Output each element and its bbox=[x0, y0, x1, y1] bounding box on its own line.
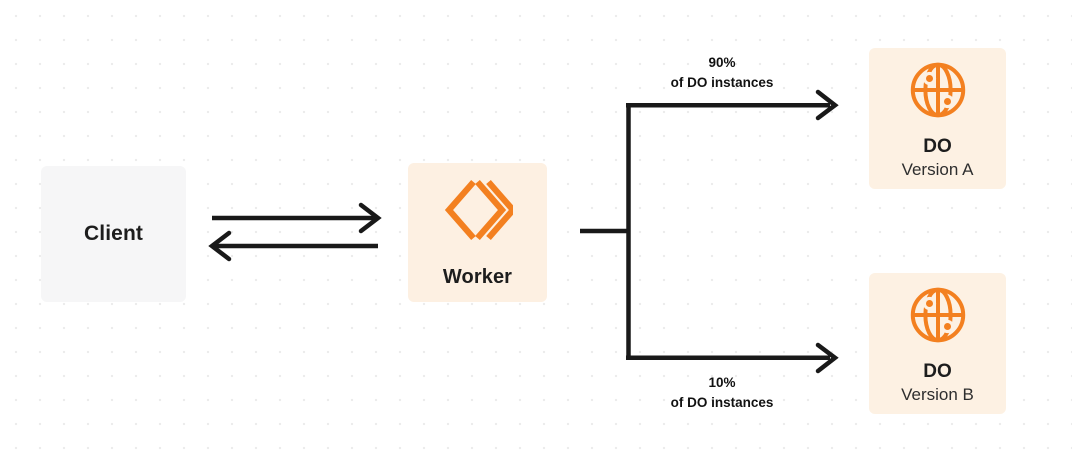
do-a-title: DO bbox=[923, 135, 952, 157]
node-client: Client bbox=[41, 166, 186, 302]
node-do-version-a: DO Version A bbox=[869, 48, 1006, 189]
worker-label: Worker bbox=[442, 265, 513, 288]
edge-label-do-b: 10% of DO instances bbox=[671, 373, 774, 412]
arrow-to-do-a bbox=[626, 89, 839, 121]
do-a-subtitle: Version A bbox=[901, 160, 974, 180]
edge-label-do-b-description: of DO instances bbox=[670, 394, 774, 410]
response-arrow bbox=[208, 230, 378, 262]
node-do-version-b: DO Version B bbox=[869, 273, 1006, 414]
do-b-subtitle: Version B bbox=[901, 385, 974, 405]
edge-label-do-a-percent: 90% bbox=[708, 55, 736, 70]
globe-icon bbox=[909, 61, 967, 124]
node-worker: Worker bbox=[408, 163, 547, 302]
globe-icon bbox=[909, 286, 967, 349]
edge-label-do-a: 90% of DO instances bbox=[671, 53, 774, 92]
request-arrow bbox=[212, 202, 382, 234]
cloudflare-workers-icon bbox=[443, 179, 517, 246]
do-b-title: DO bbox=[923, 360, 952, 382]
edge-label-do-b-percent: 10% bbox=[708, 375, 736, 390]
arrow-to-do-b bbox=[626, 342, 839, 374]
client-label: Client bbox=[84, 222, 143, 245]
worker-branch-connector bbox=[580, 103, 631, 360]
edge-label-do-a-description: of DO instances bbox=[670, 74, 774, 90]
